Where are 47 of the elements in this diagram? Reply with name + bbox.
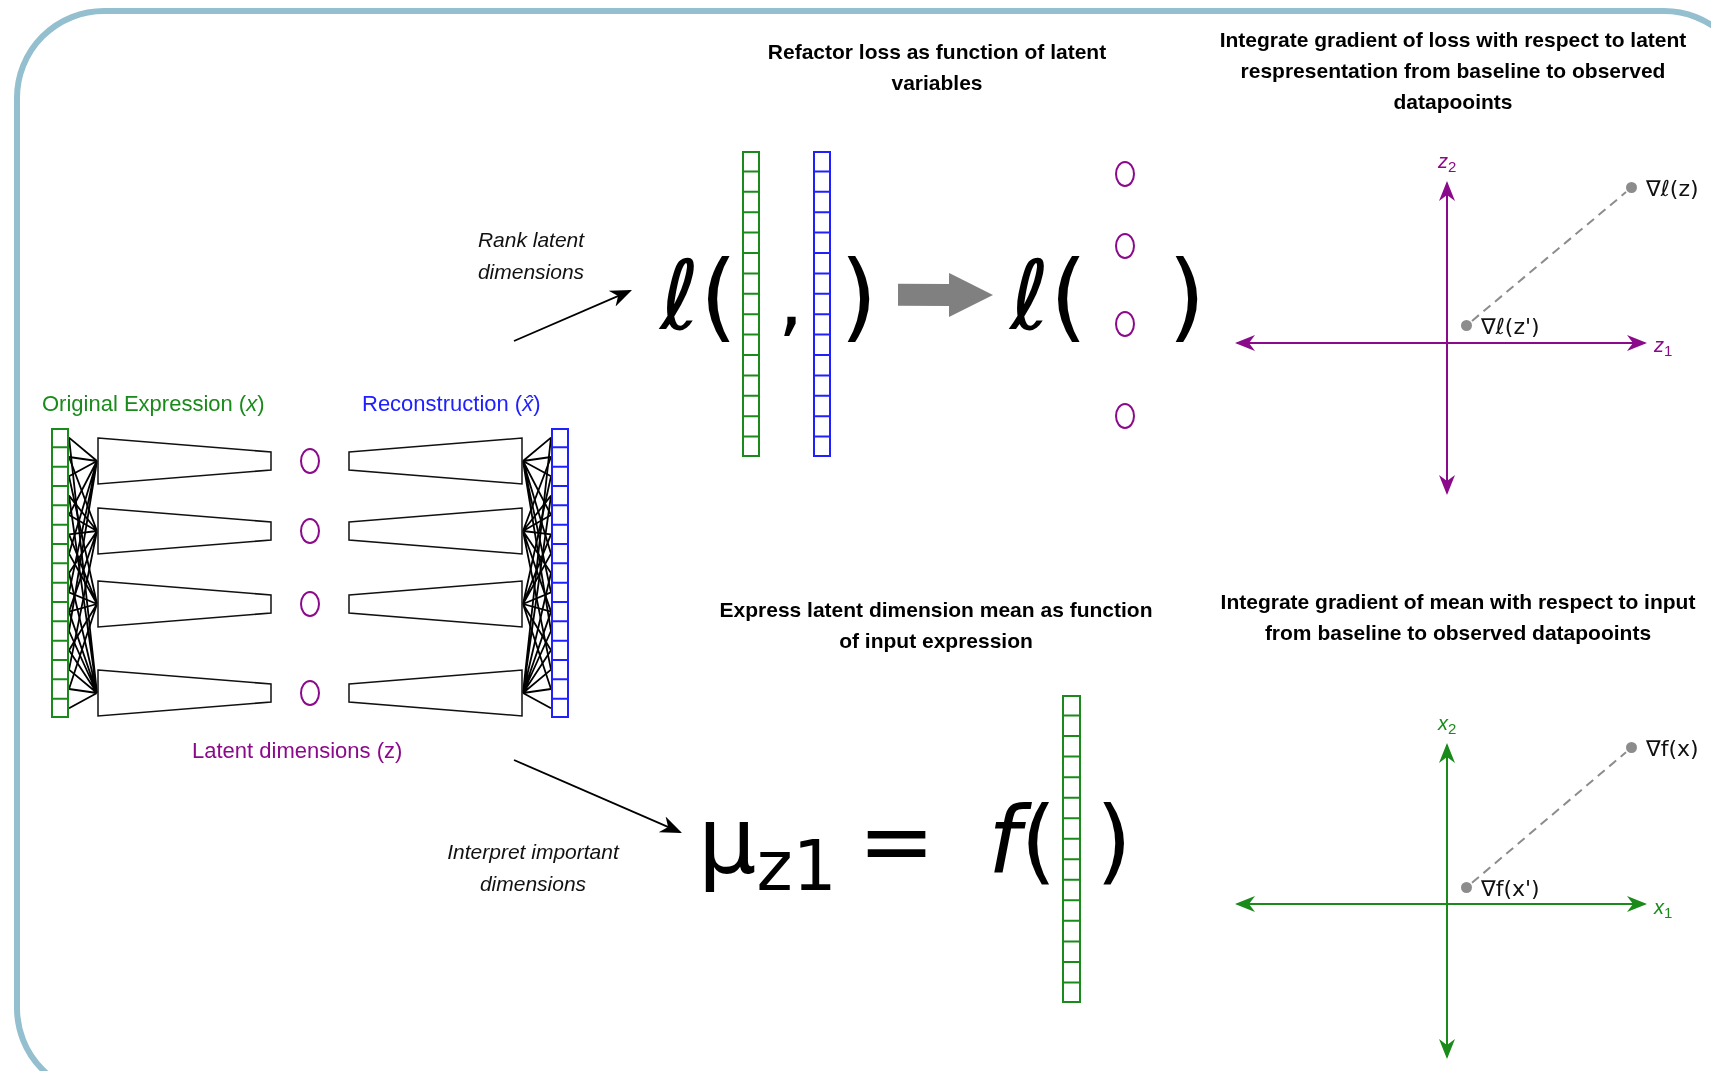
heading: Express latent dimension mean as function of input expression <box>718 597 1154 654</box>
axis-label: x$_{1}$ <box>1654 895 1674 923</box>
arrow <box>513 759 682 834</box>
axis-label: z$_{2}$ <box>1438 149 1458 177</box>
formula-symbol: ) <box>1168 248 1206 344</box>
connection-lines <box>522 475 552 690</box>
connection-lines <box>68 456 98 671</box>
connection-lines <box>68 436 98 632</box>
formula-symbol: , <box>778 260 804 340</box>
formula-symbol: ℓ( <box>660 248 738 344</box>
heading: Integrate gradient of loss with respect to latent respresentation from baseline to observed datapooints <box>1218 27 1688 115</box>
edge-label: Rank latent dimensions <box>476 227 586 285</box>
latent-node-circle <box>300 680 320 706</box>
latent-node-circle <box>300 518 320 544</box>
arrow <box>513 289 632 342</box>
latent-node-circle <box>1115 233 1135 259</box>
panel-frame <box>14 8 1711 1071</box>
point-label: ∇f(x') <box>1481 874 1540 902</box>
axis-caption: Latent dimensions (z) <box>192 737 404 765</box>
latent-node-circle <box>1115 161 1135 187</box>
formula-symbol: ℓ( <box>1010 248 1088 344</box>
vector-label: Reconstruction (x̂) <box>362 390 542 418</box>
formula-symbol: ) <box>1096 796 1132 888</box>
vector-label: Original Expression (x) <box>42 390 266 418</box>
latent-node-circle <box>1115 403 1135 429</box>
dashed-line <box>1471 751 1627 884</box>
formula-symbol: f( <box>988 796 1057 888</box>
edge-label: Interpret important dimensions <box>446 839 621 897</box>
connection-lines <box>68 436 98 710</box>
latent-node-circle <box>300 591 320 617</box>
point-label: ∇ℓ(z) <box>1646 174 1699 202</box>
connection-lines <box>68 475 98 690</box>
block-arrow <box>897 272 993 317</box>
latent-node-circle <box>1115 311 1135 337</box>
connection-lines <box>522 436 552 710</box>
dashed-line <box>1471 191 1627 322</box>
axis-label: z$_{1}$ <box>1654 333 1674 361</box>
heading: Integrate gradient of mean with respect to input from baseline to observed datapooints <box>1219 589 1697 646</box>
axis-label: x$_{2}$ <box>1438 711 1458 739</box>
latent-node-circle <box>300 448 320 474</box>
heading: Refactor loss as function of latent variables <box>766 39 1108 96</box>
connection-lines <box>522 456 552 671</box>
formula-symbol: = <box>858 796 936 888</box>
point-label: ∇f(x) <box>1646 734 1699 762</box>
point-label: ∇ℓ(z') <box>1481 312 1540 340</box>
formula-symbol: ) <box>840 248 878 344</box>
connection-lines <box>522 436 552 632</box>
